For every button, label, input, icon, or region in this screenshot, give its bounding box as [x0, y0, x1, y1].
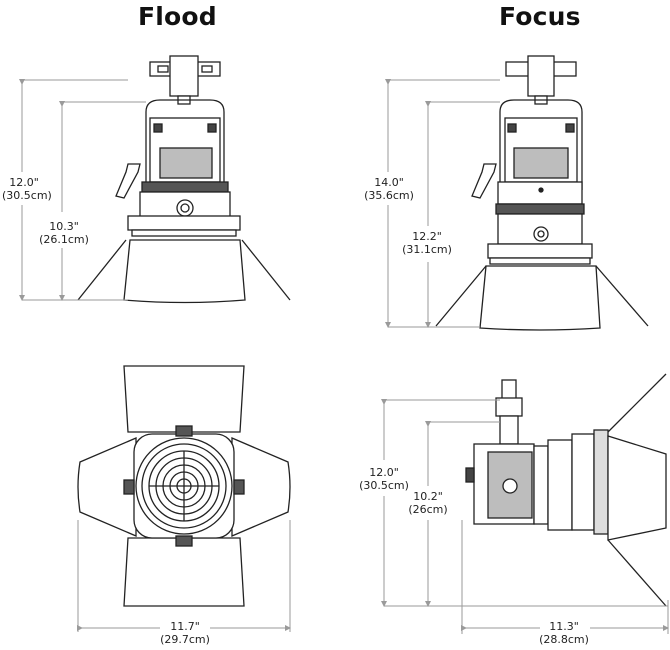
- front-width-label: 11.7" (29.7cm): [158, 620, 212, 646]
- dim-metric: (29.7cm): [160, 633, 210, 646]
- focus-dim-lines: [385, 79, 500, 328]
- flood-fixture: [77, 55, 291, 304]
- dim-metric: (30.5cm): [359, 479, 409, 492]
- dim-imperial: 12.0": [369, 466, 399, 479]
- front-dim-lines: [77, 520, 291, 632]
- dim-imperial: 12.0": [9, 176, 39, 189]
- focus-title: Focus: [499, 2, 581, 31]
- dim-metric: (28.8cm): [539, 633, 589, 646]
- dim-metric: (30.5cm): [2, 189, 52, 202]
- dim-metric: (26.1cm): [39, 233, 89, 246]
- dim-imperial: 11.3": [549, 620, 579, 633]
- dim-metric: (31.1cm): [402, 243, 452, 256]
- focus-total-height-label: 14.0" (35.6cm): [362, 176, 416, 202]
- side-total-height-label: 12.0" (30.5cm): [358, 466, 410, 492]
- flood-total-height-label: 12.0" (30.5cm): [2, 176, 52, 202]
- dim-imperial: 14.0": [374, 176, 404, 189]
- front-view-fixture: [77, 365, 291, 607]
- dim-imperial: 10.2": [413, 490, 443, 503]
- flood-title: Flood: [138, 2, 217, 31]
- dim-metric: (26cm): [408, 503, 448, 516]
- dim-imperial: 10.3": [49, 220, 79, 233]
- side-body-height-label: 10.2" (26cm): [404, 490, 452, 516]
- focus-body-height-label: 12.2" (31.1cm): [400, 230, 454, 256]
- flood-dim-lines: [19, 79, 146, 301]
- dim-imperial: 11.7": [170, 620, 200, 633]
- side-view-fixture: [465, 373, 667, 607]
- dim-imperial: 12.2": [412, 230, 442, 243]
- flood-body-height-label: 10.3" (26.1cm): [38, 220, 90, 246]
- focus-fixture: [435, 55, 649, 331]
- side-length-label: 11.3" (28.8cm): [536, 620, 592, 646]
- side-dim-lines: [381, 399, 669, 634]
- dim-metric: (35.6cm): [364, 189, 414, 202]
